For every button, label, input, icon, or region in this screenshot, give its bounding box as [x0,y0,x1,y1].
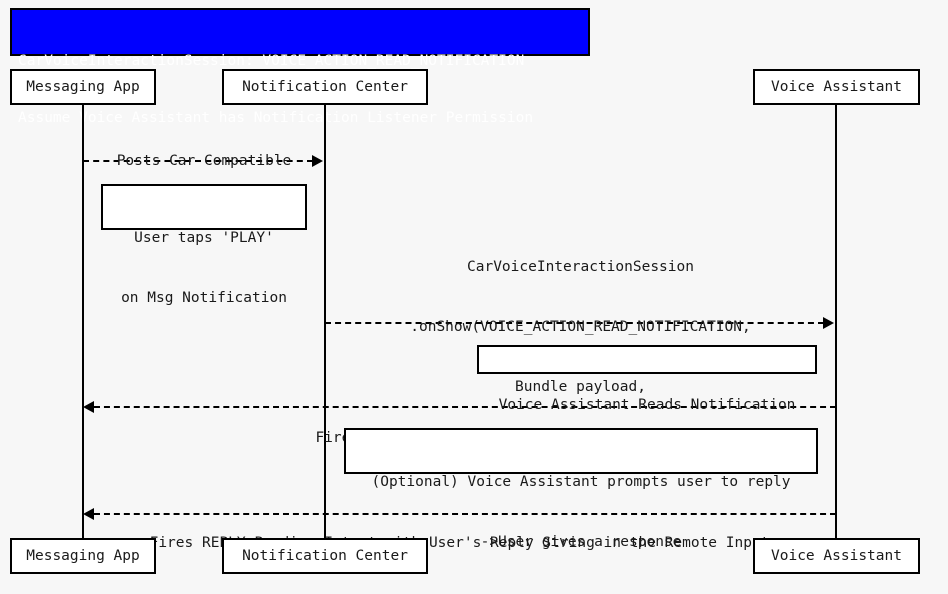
participant-notification-center-top[interactable]: Notification Center [222,69,428,105]
message-label-on-show-line-3: Bundle payload, [515,379,646,395]
message-line-reply-intent [94,513,836,515]
arrowhead-post-notification [312,155,323,167]
message-line-post-notification [83,160,313,162]
message-line-mark-as-read [94,406,836,408]
arrowhead-reply-intent [83,508,94,520]
note-voice-assistant-reads: Voice Assistant Reads Notification [477,345,817,413]
participant-voice-assistant-top[interactable]: Voice Assistant [753,69,920,105]
note-user-taps-play-line-2: on Msg Notification [121,290,287,306]
note-optional-reply-prompt-line-2: ->User gives a response [480,534,682,550]
note-optional-reply-prompt-line-1: (Optional) Voice Assistant prompts user … [371,474,791,490]
lifeline-voice-assistant [835,104,837,540]
arrowhead-on-show [823,317,834,329]
participant-notification-center-bottom[interactable]: Notification Center [222,538,428,574]
note-user-taps-play-line-1: User taps 'PLAY' [134,230,274,246]
message-label-on-show-line-2: .onShow(VOICE_ACTION_READ_NOTIFICATION, [410,319,751,335]
note-voice-assistant-reads-line-1: Voice Assistant Reads Notification [498,397,796,413]
diagram-title-line-1: CarVoiceInteractionSession: VOICE_ACTION… [18,53,525,69]
note-optional-reply-prompt: (Optional) Voice Assistant prompts user … [344,428,818,550]
note-user-taps-play: User taps 'PLAY' on Msg Notification [101,184,307,306]
message-line-on-show [325,322,824,324]
diagram-title-banner: CarVoiceInteractionSession: VOICE_ACTION… [10,8,590,126]
participant-voice-assistant-bottom[interactable]: Voice Assistant [753,538,920,574]
diagram-title-line-2: Assume Voice Assistant has Notification … [18,110,534,126]
message-label-post-notification-line-1: Posts Car Compatible [116,153,292,169]
lifeline-messaging-app [82,104,84,540]
participant-messaging-app-bottom[interactable]: Messaging App [10,538,156,574]
participant-messaging-app-top[interactable]: Messaging App [10,69,156,105]
message-label-on-show-line-1: CarVoiceInteractionSession [467,259,694,275]
arrowhead-mark-as-read [83,401,94,413]
